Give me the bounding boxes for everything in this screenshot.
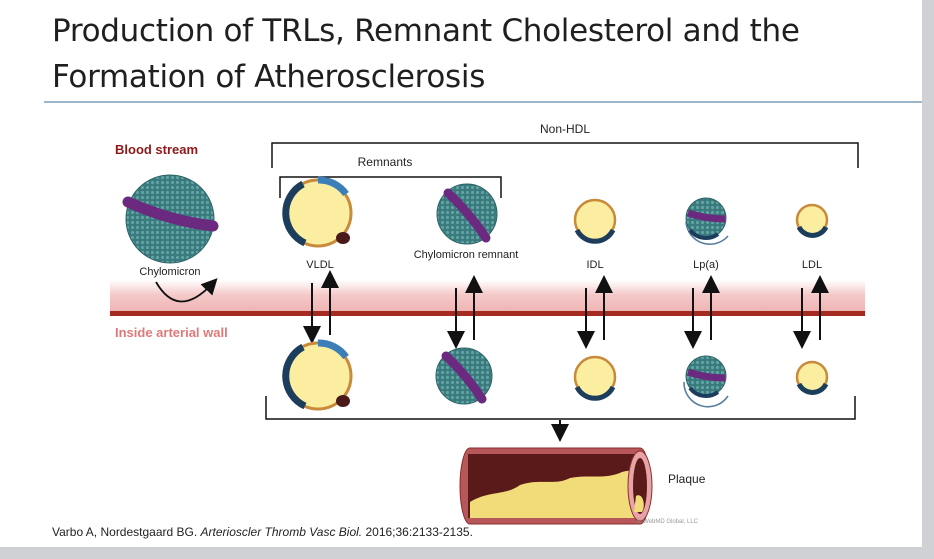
wall-particles-bracket [265, 396, 856, 420]
artery-vessel-with-plaque [459, 447, 653, 525]
citation-details: 2016;36:2133-2135. [362, 525, 473, 539]
chylomicron-remnant-label: Chylomicron remnant [414, 249, 519, 261]
ldl-particle-wall [795, 360, 829, 395]
slide: Production of TRLs, Remnant Cholesterol … [0, 0, 922, 547]
ldl-label: LDL [802, 259, 822, 271]
blood-stream-band [110, 280, 865, 313]
idl-particle-wall [573, 355, 617, 401]
non-hdl-label: Non-HDL [540, 122, 590, 136]
arterial-wall-label: Inside arterial wall [115, 325, 228, 340]
remnants-label: Remnants [358, 155, 413, 169]
title-line-2: Formation of Atherosclerosis [52, 59, 486, 95]
non-hdl-bracket [271, 142, 859, 168]
transport-arrows [303, 270, 829, 349]
citation: Varbo A, Nordestgaard BG. Arterioscler T… [52, 525, 473, 539]
copyright-note: © WebMD Global, LLC [637, 518, 699, 525]
blood-stream-label: Blood stream [115, 142, 198, 157]
screen-edge-bottom [0, 547, 934, 559]
citation-journal: Arterioscler Thromb Vasc Biol. [200, 525, 363, 539]
arterial-wall-line [110, 311, 865, 316]
idl-particle-blood [573, 198, 617, 244]
atherosclerosis-diagram: Non-HDL Remnants Blood stream Inside art… [110, 122, 865, 525]
lpa-particle-wall [683, 355, 729, 408]
ldl-particle-blood [795, 203, 829, 238]
vldl-particle-wall [282, 339, 353, 411]
lpa-label: Lp(a) [693, 259, 719, 271]
lpa-particle-blood [685, 197, 729, 245]
screen-edge-right [922, 0, 934, 559]
plaque-label: Plaque [668, 472, 706, 486]
title-line-1: Production of TRLs, Remnant Cholesterol … [52, 13, 800, 49]
citation-authors: Varbo A, Nordestgaard BG. [52, 525, 201, 539]
slide-title: Production of TRLs, Remnant Cholesterol … [52, 8, 912, 100]
idl-label: IDL [586, 259, 603, 271]
chylomicron-conversion-arrow [155, 278, 218, 303]
remnants-bracket [279, 176, 502, 198]
title-divider [44, 101, 922, 103]
chylomicron-label: Chylomicron [139, 266, 200, 278]
chylomicron-remnant-particle-blood [436, 183, 498, 245]
chylomicron-remnant-particle-wall [435, 347, 493, 405]
chylomicron-particle [122, 174, 219, 264]
vldl-particle-blood [282, 176, 353, 248]
vldl-label: VLDL [306, 259, 334, 271]
